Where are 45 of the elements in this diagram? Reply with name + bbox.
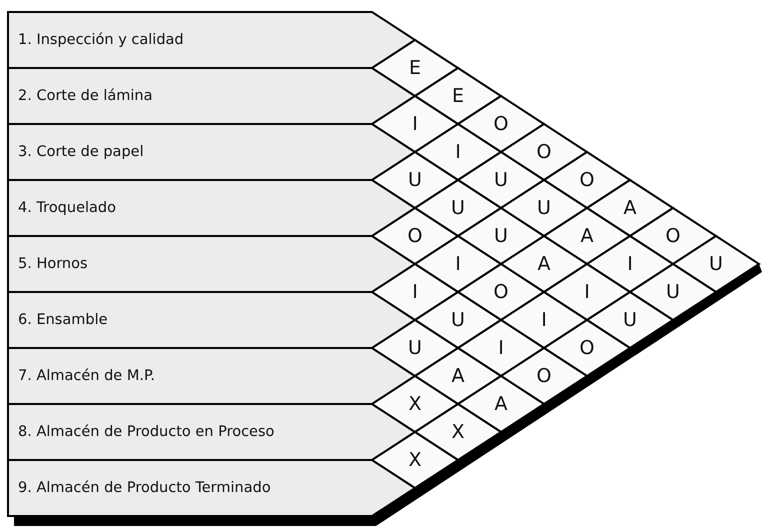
relationship-code: A xyxy=(536,252,552,277)
relationship-code: O xyxy=(536,140,552,165)
activity-label: 8. Almacén de Producto en Proceso xyxy=(18,423,274,442)
activity-label: 4. Troquelado xyxy=(18,199,116,218)
relationship-code: U xyxy=(450,308,466,333)
relationship-code: U xyxy=(665,280,681,305)
relationship-code: U xyxy=(407,336,423,361)
relationship-code: U xyxy=(493,168,509,193)
relationship-code: E xyxy=(450,84,465,109)
activity-label: 6. Ensamble xyxy=(18,311,108,330)
relationship-code: I xyxy=(583,280,591,305)
relationship-code: I xyxy=(540,308,548,333)
relationship-code: O xyxy=(492,112,510,137)
relationship-code: O xyxy=(536,364,552,389)
relationship-code: A xyxy=(494,392,508,417)
relationship-code: A xyxy=(450,364,466,389)
relationship-code: I xyxy=(411,280,419,305)
relationship-code: I xyxy=(411,112,419,137)
relationship-code: U xyxy=(536,196,552,221)
relationship-code: O xyxy=(492,280,510,305)
relationship-code: U xyxy=(622,308,638,333)
relationship-code: U xyxy=(450,196,466,221)
relationship-code: X xyxy=(407,392,423,417)
relationship-code: A xyxy=(622,196,638,221)
relationship-code: O xyxy=(406,224,424,249)
relationship-code: O xyxy=(578,336,596,361)
activity-label: 9. Almacén de Producto Terminado xyxy=(18,479,271,498)
relationship-code: U xyxy=(407,168,423,193)
relationship-code: O xyxy=(578,168,596,193)
relationship-code: E xyxy=(408,56,422,81)
activity-label: 3. Corte de papel xyxy=(18,143,144,162)
relationship-code: I xyxy=(497,336,505,361)
relationship-code: I xyxy=(626,252,634,277)
activity-label: 7. Almacén de M.P. xyxy=(18,367,156,386)
activity-label: 5. Hornos xyxy=(18,255,88,274)
relationship-code: U xyxy=(708,252,724,277)
relationship-code: X xyxy=(450,420,466,445)
relationship-code: X xyxy=(407,448,423,473)
relationship-code: I xyxy=(454,140,462,165)
relationship-code: I xyxy=(454,252,462,277)
activity-label: 2. Corte de lámina xyxy=(18,87,152,106)
relationship-code: U xyxy=(493,224,509,249)
activity-label: 1. Inspección y calidad xyxy=(18,31,184,50)
relationship-code: A xyxy=(580,224,594,249)
relationship-code: O xyxy=(664,224,682,249)
